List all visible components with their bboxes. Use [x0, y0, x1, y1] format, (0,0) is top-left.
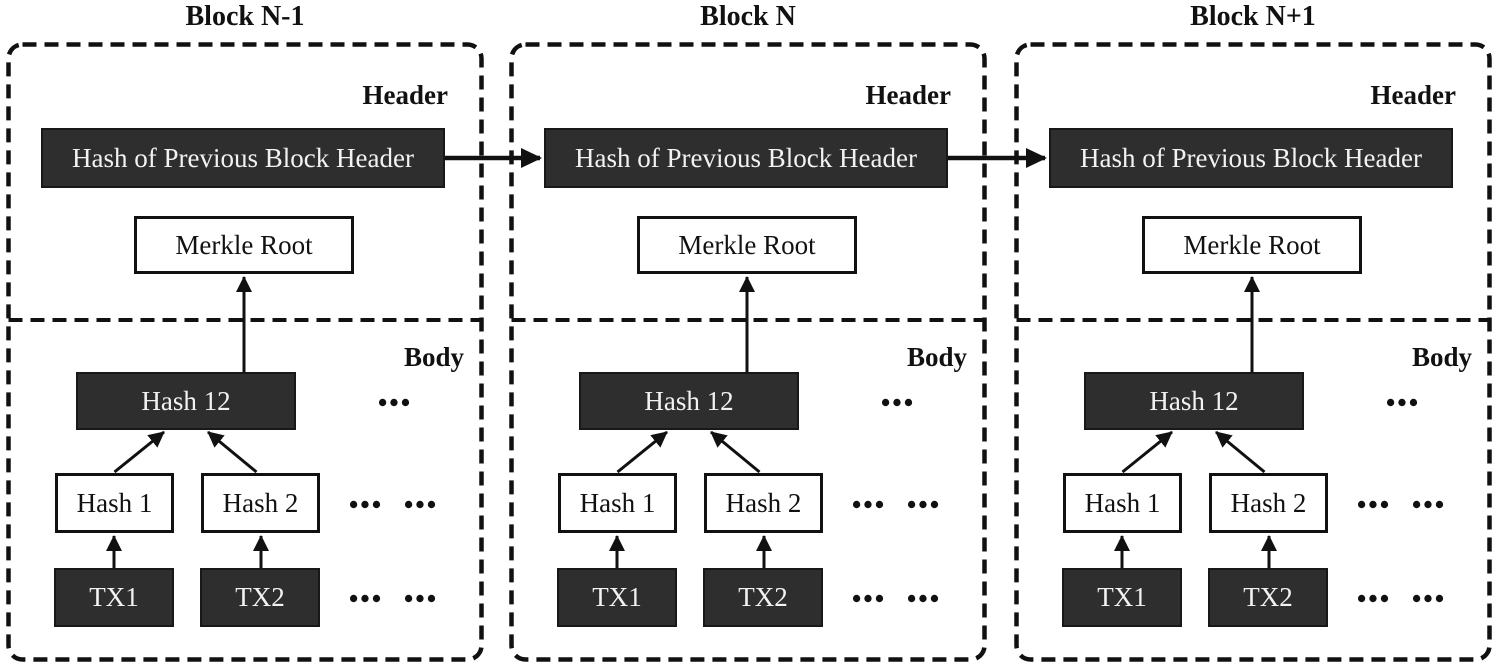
hash1-box: Hash 1 — [558, 473, 677, 533]
arrow-hash1-to-hash12 — [616, 430, 668, 474]
hash2-box: Hash 2 — [201, 473, 320, 533]
ellipsis-dots: ••• — [1356, 583, 1392, 614]
ellipsis-dots: ••• — [348, 489, 384, 520]
arrow-hash2-to-hash12 — [710, 430, 761, 474]
hash1-box: Hash 1 — [1063, 473, 1182, 533]
prev-block-hash-box: Hash of Previous Block Header — [1049, 128, 1453, 188]
ellipsis-dots: ••• — [377, 387, 413, 418]
block-border — [1014, 42, 1492, 662]
block-border — [509, 42, 987, 662]
block-n-plus-1: Block N+1 Header Hash of Previous Block … — [1014, 0, 1492, 669]
ellipsis-dots: ••• — [403, 583, 439, 614]
tx2-box: TX2 — [1208, 568, 1328, 627]
body-section-label: Body — [403, 342, 464, 372]
block-n: Block N Header Hash of Previous Block He… — [509, 0, 987, 669]
ellipsis-dots: ••• — [1356, 489, 1392, 520]
ellipsis-dots: ••• — [1411, 583, 1447, 614]
ellipsis-dots: ••• — [348, 583, 384, 614]
tx1-box: TX1 — [1062, 568, 1182, 627]
block-title: Block N+1 — [1190, 1, 1316, 32]
hash12-box: Hash 12 — [579, 372, 799, 430]
ellipsis-dots: ••• — [851, 489, 887, 520]
block-n-1: Block N-1 Header Hash of Previous Block … — [6, 0, 484, 669]
block-title: Block N — [700, 1, 796, 32]
hash12-box: Hash 12 — [1084, 372, 1304, 430]
arrow-hash2-to-hash12 — [207, 430, 258, 474]
arrow-hash2-to-hash12 — [1215, 430, 1266, 474]
ellipsis-dots: ••• — [906, 583, 942, 614]
ellipsis-dots: ••• — [906, 489, 942, 520]
body-section-label: Body — [1411, 342, 1472, 372]
header-section-label: Header — [362, 80, 448, 110]
ellipsis-dots: ••• — [403, 489, 439, 520]
header-section-label: Header — [1370, 80, 1456, 110]
header-section-label: Header — [865, 80, 951, 110]
ellipsis-dots: ••• — [851, 583, 887, 614]
block-title: Block N-1 — [185, 1, 305, 32]
block-container: Header Hash of Previous Block Header Mer… — [6, 42, 484, 662]
arrow-hash1-to-hash12 — [1121, 430, 1173, 474]
merkle-root-box: Merkle Root — [637, 216, 857, 274]
tx2-box: TX2 — [703, 568, 823, 627]
arrow-hash1-to-hash12 — [113, 430, 165, 474]
ellipsis-dots: ••• — [880, 387, 916, 418]
tx2-box: TX2 — [200, 568, 320, 627]
tx1-box: TX1 — [54, 568, 174, 627]
block-border — [6, 42, 484, 662]
hash1-box: Hash 1 — [55, 473, 174, 533]
prev-block-hash-box: Hash of Previous Block Header — [41, 128, 445, 188]
hash2-box: Hash 2 — [704, 473, 823, 533]
merkle-root-box: Merkle Root — [134, 216, 354, 274]
tx1-box: TX1 — [557, 568, 677, 627]
prev-block-hash-box: Hash of Previous Block Header — [544, 128, 948, 188]
hash2-box: Hash 2 — [1209, 473, 1328, 533]
block-container: Header Hash of Previous Block Header Mer… — [509, 42, 987, 662]
block-container: Header Hash of Previous Block Header Mer… — [1014, 42, 1492, 662]
body-section-label: Body — [906, 342, 967, 372]
ellipsis-dots: ••• — [1411, 489, 1447, 520]
ellipsis-dots: ••• — [1385, 387, 1421, 418]
merkle-root-box: Merkle Root — [1142, 216, 1362, 274]
hash12-box: Hash 12 — [76, 372, 296, 430]
